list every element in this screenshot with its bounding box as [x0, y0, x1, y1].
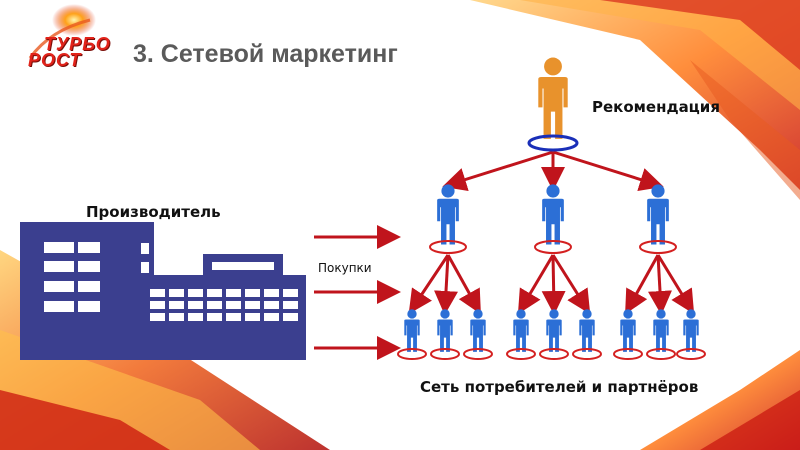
building-window [188, 289, 203, 297]
label-purchases: Покупки [318, 261, 372, 275]
building-window [264, 313, 279, 321]
consumer-person [470, 309, 486, 352]
building-window [264, 289, 279, 297]
building-window [207, 301, 222, 309]
bottom-right-decoration [640, 350, 800, 450]
building-window [245, 289, 260, 297]
arrow-mid-to-bottom [446, 254, 481, 315]
recommender-person [538, 57, 568, 139]
building-window [207, 313, 222, 321]
consumer-ring [397, 348, 427, 360]
building-window [283, 313, 298, 321]
building-window [169, 313, 184, 321]
consumer-person [437, 309, 453, 352]
partner-person [437, 184, 459, 245]
building-window [169, 301, 184, 309]
consumer-ring [463, 348, 493, 360]
building-window [226, 313, 241, 321]
consumer-person [513, 309, 529, 352]
logo-fire-mark [28, 4, 96, 59]
label-recommendation: Рекомендация [592, 98, 720, 116]
consumer-person [683, 309, 699, 352]
arrow-group [314, 150, 695, 360]
consumer-ring [506, 348, 536, 360]
arrow-top-to-mid [552, 150, 664, 192]
building-windows [44, 242, 274, 312]
arrow-mid-to-bottom [434, 254, 458, 315]
arrow-top-to-mid [442, 150, 554, 192]
building-window [283, 301, 298, 309]
partner-ring [429, 240, 467, 254]
building-window [188, 313, 203, 321]
arrow-mid-to-bottom [625, 254, 660, 315]
building-window [264, 301, 279, 309]
consumer-ring [430, 348, 460, 360]
people-group [397, 57, 706, 360]
arrow-mid-to-bottom [551, 254, 591, 315]
building-window [226, 301, 241, 309]
consumer-person [546, 309, 562, 352]
consumer-ring [646, 348, 676, 360]
consumer-ring [676, 348, 706, 360]
arrow-mid-to-bottom [648, 254, 672, 315]
consumer-ring [539, 348, 569, 360]
consumer-person [404, 309, 420, 352]
consumer-person [620, 309, 636, 352]
partner-ring [639, 240, 677, 254]
partner-person [542, 184, 564, 245]
arrow-mid-to-bottom [517, 254, 555, 315]
recommender-ring [527, 134, 579, 152]
logo-text-line2: РОСТ [28, 50, 82, 70]
arrow-mid-to-bottom [408, 254, 450, 314]
consumer-person [653, 309, 669, 352]
label-producer: Производитель [86, 203, 221, 221]
arrow-mid-to-bottom [656, 254, 695, 315]
building-window [207, 289, 222, 297]
partner-person [647, 184, 669, 245]
partner-ring [534, 240, 572, 254]
building-window [226, 289, 241, 297]
building-window [150, 301, 165, 309]
building-window [245, 313, 260, 321]
consumer-ring [572, 348, 602, 360]
building-window [245, 301, 260, 309]
slide-title: 3. Сетевой маркетинг [133, 40, 398, 68]
building-facade-windows [150, 289, 298, 321]
consumer-person [579, 309, 595, 352]
building-window [150, 289, 165, 297]
consumer-ring [613, 348, 643, 360]
building-window [169, 289, 184, 297]
top-right-decoration [470, 0, 800, 200]
building-window [150, 313, 165, 321]
label-network: Сеть потребителей и партнёров [420, 378, 699, 396]
arrow-mid-to-bottom [541, 254, 566, 315]
building-window [188, 301, 203, 309]
logo-text-line1: ТУРБО [44, 34, 111, 54]
brand-logo: ТУРБО РОСТ [28, 28, 111, 88]
building-window [283, 289, 298, 297]
